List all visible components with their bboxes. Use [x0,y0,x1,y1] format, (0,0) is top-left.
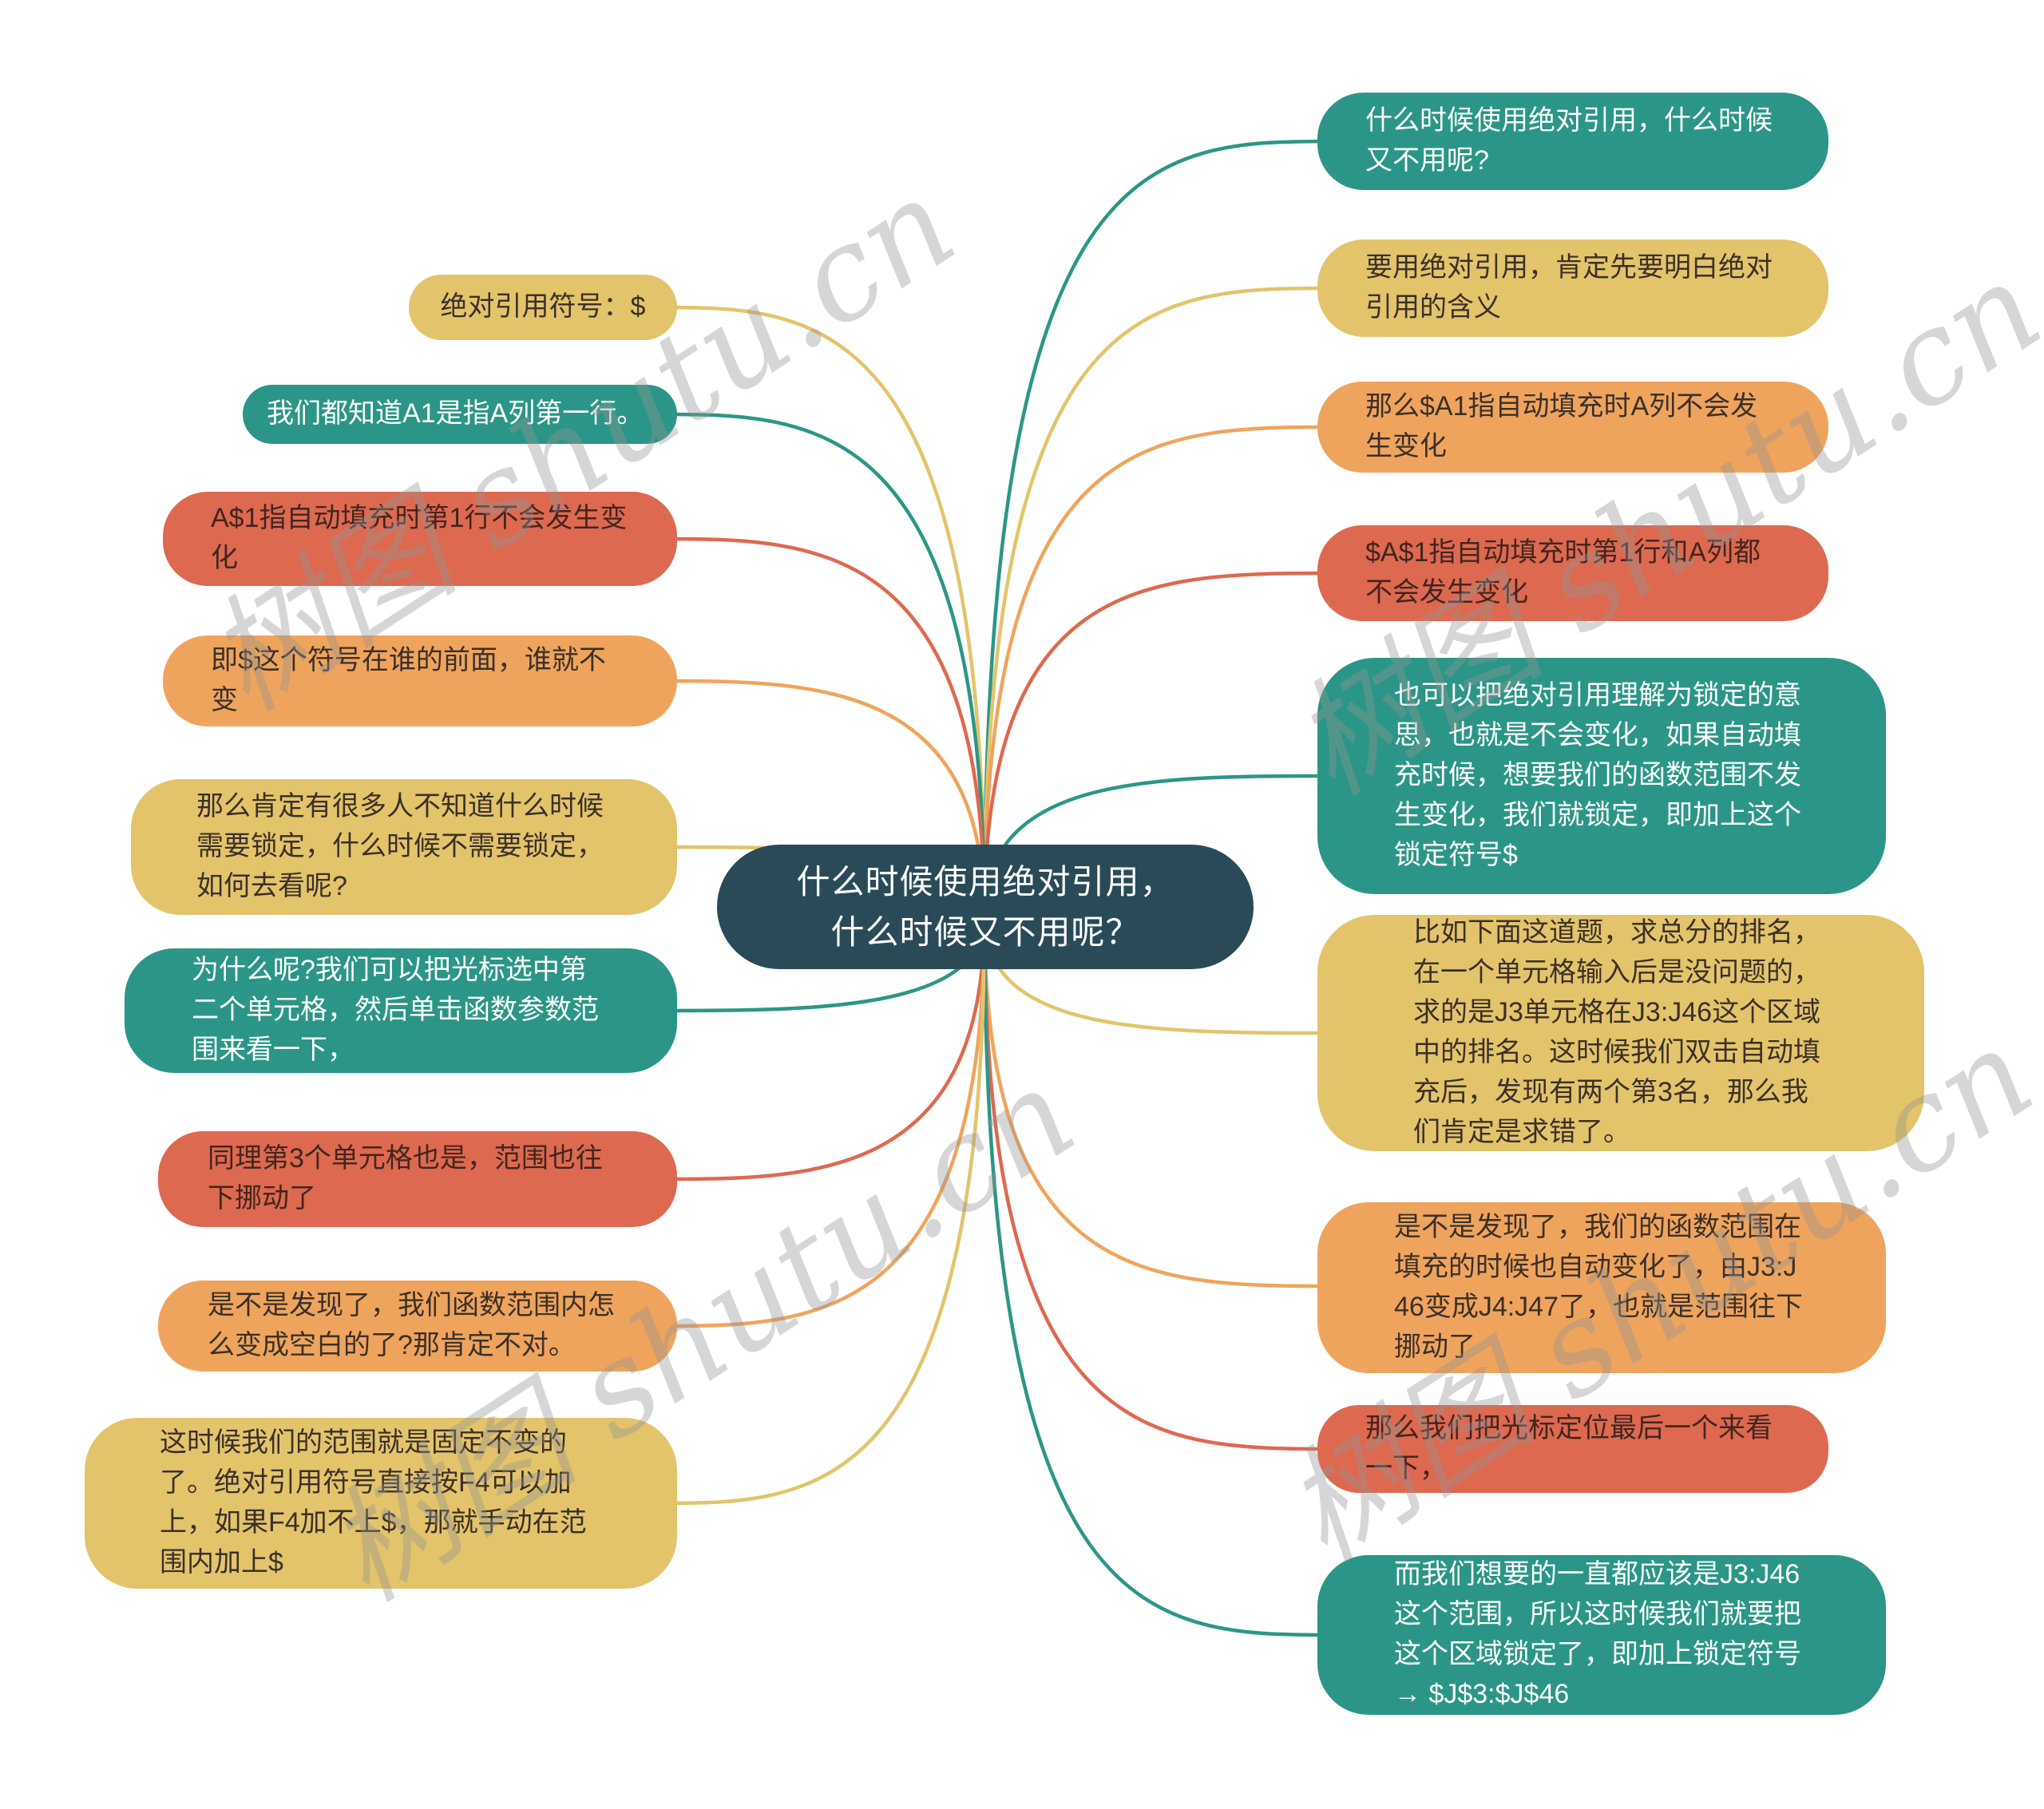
node-right-9[interactable]: 而我们想要的一直都应该是J3:J46这个范围，所以这时候我们就要把这个区域锁定了… [1317,1555,1886,1715]
node-right-2[interactable]: 要用绝对引用，肯定先要明白绝对引用的含义 [1317,239,1828,337]
edge-right-7 [982,916,1336,1288]
node-left-3-label: A$1指自动填充时第1行不会发生变化 [211,503,628,573]
edge-right-3 [982,425,1336,917]
node-right-4-label: $A$1指自动填充时第1行和A列都不会发生变化 [1365,537,1761,608]
central-topic-line1: 什么时候使用绝对引用， [796,863,1175,901]
edge-right-4 [982,571,1336,917]
edge-left-1 [659,305,987,917]
node-right-4[interactable]: $A$1指自动填充时第1行和A列都不会发生变化 [1317,525,1828,621]
node-right-1-label: 什么时候使用绝对引用，什么时候又不用呢? [1365,105,1773,176]
node-right-3-label: 那么$A1指自动填充时A列不会发生变化 [1365,391,1758,461]
node-left-2[interactable]: 我们都知道A1是指A列第一行。 [243,385,677,444]
edge-left-7 [659,916,987,1182]
node-left-4-label: 即$这个符号在谁的前面，谁就不变 [211,645,606,715]
edge-left-3 [659,536,987,917]
edge-left-4 [659,679,987,917]
edge-right-9 [982,916,1336,1637]
node-left-8[interactable]: 是不是发现了，我们函数范围内怎么变成空白的了?那肯定不对。 [158,1281,677,1372]
node-right-7[interactable]: 是不是发现了，我们的函数范围在填充的时候也自动变化了，由J3:J46变成J4:J… [1317,1202,1886,1373]
node-right-3[interactable]: 那么$A1指自动填充时A列不会发生变化 [1317,382,1828,473]
node-right-5[interactable]: 也可以把绝对引用理解为锁定的意思，也就是不会变化，如果自动填充时候，想要我们的函… [1317,658,1886,894]
node-left-9-label: 这时候我们的范围就是固定不变的了。绝对引用符号直接按F4可以加上，如果F4加不上… [160,1427,587,1577]
node-right-6[interactable]: 比如下面这道题，求总分的排名，在一个单元格输入后是没问题的，求的是J3单元格在J… [1317,915,1924,1151]
node-left-3[interactable]: A$1指自动填充时第1行不会发生变化 [163,492,677,586]
node-right-1[interactable]: 什么时候使用绝对引用，什么时候又不用呢? [1317,93,1828,190]
node-left-7-label: 同理第3个单元格也是，范围也往下挪动了 [208,1143,603,1213]
node-right-2-label: 要用绝对引用，肯定先要明白绝对引用的含义 [1365,252,1773,323]
node-left-5-label: 那么肯定有很多人不知道什么时候需要锁定，什么时候不需要锁定，如何去看呢? [196,791,604,901]
node-right-7-label: 是不是发现了，我们的函数范围在填充的时候也自动变化了，由J3:J46变成J4:J… [1394,1212,1803,1362]
edge-left-9 [659,916,987,1506]
node-left-5[interactable]: 那么肯定有很多人不知道什么时候需要锁定，什么时候不需要锁定，如何去看呢? [131,779,677,915]
node-right-8[interactable]: 那么我们把光标定位最后一个来看一下， [1317,1405,1828,1493]
node-left-8-label: 是不是发现了，我们函数范围内怎么变成空白的了?那肯定不对。 [208,1290,615,1360]
node-left-9[interactable]: 这时候我们的范围就是固定不变的了。绝对引用符号直接按F4可以加上，如果F4加不上… [85,1418,677,1589]
edge-right-1 [982,139,1336,917]
node-left-6-label: 为什么呢?我们可以把光标选中第二个单元格，然后单击函数参数范围来看一下， [192,955,599,1065]
node-right-6-label: 比如下面这道题，求总分的排名，在一个单元格输入后是没问题的，求的是J3单元格在J… [1413,917,1821,1147]
edge-left-8 [659,916,987,1328]
node-left-1-label: 绝对引用符号：$ [440,291,646,323]
central-topic[interactable]: 什么时候使用绝对引用， 什么时候又不用呢？ [717,845,1254,969]
node-right-5-label: 也可以把绝对引用理解为锁定的意思，也就是不会变化，如果自动填充时候，想要我们的函… [1394,680,1801,870]
node-left-1[interactable]: 绝对引用符号：$ [409,275,677,340]
node-left-7[interactable]: 同理第3个单元格也是，范围也往下挪动了 [158,1131,677,1227]
node-right-8-label: 那么我们把光标定位最后一个来看一下， [1365,1413,1773,1483]
node-left-2-label: 我们都知道A1是指A列第一行。 [267,398,644,429]
central-topic-line2: 什么时候又不用呢？ [830,913,1140,951]
node-right-9-label: 而我们想要的一直都应该是J3:J46这个范围，所以这时候我们就要把这个区域锁定了… [1394,1559,1801,1709]
edge-right-2 [982,286,1336,917]
node-left-6[interactable]: 为什么呢?我们可以把光标选中第二个单元格，然后单击函数参数范围来看一下， [125,948,677,1073]
node-left-4[interactable]: 即$这个符号在谁的前面，谁就不变 [163,635,677,726]
edge-left-2 [659,412,987,917]
edge-right-8 [982,916,1336,1451]
